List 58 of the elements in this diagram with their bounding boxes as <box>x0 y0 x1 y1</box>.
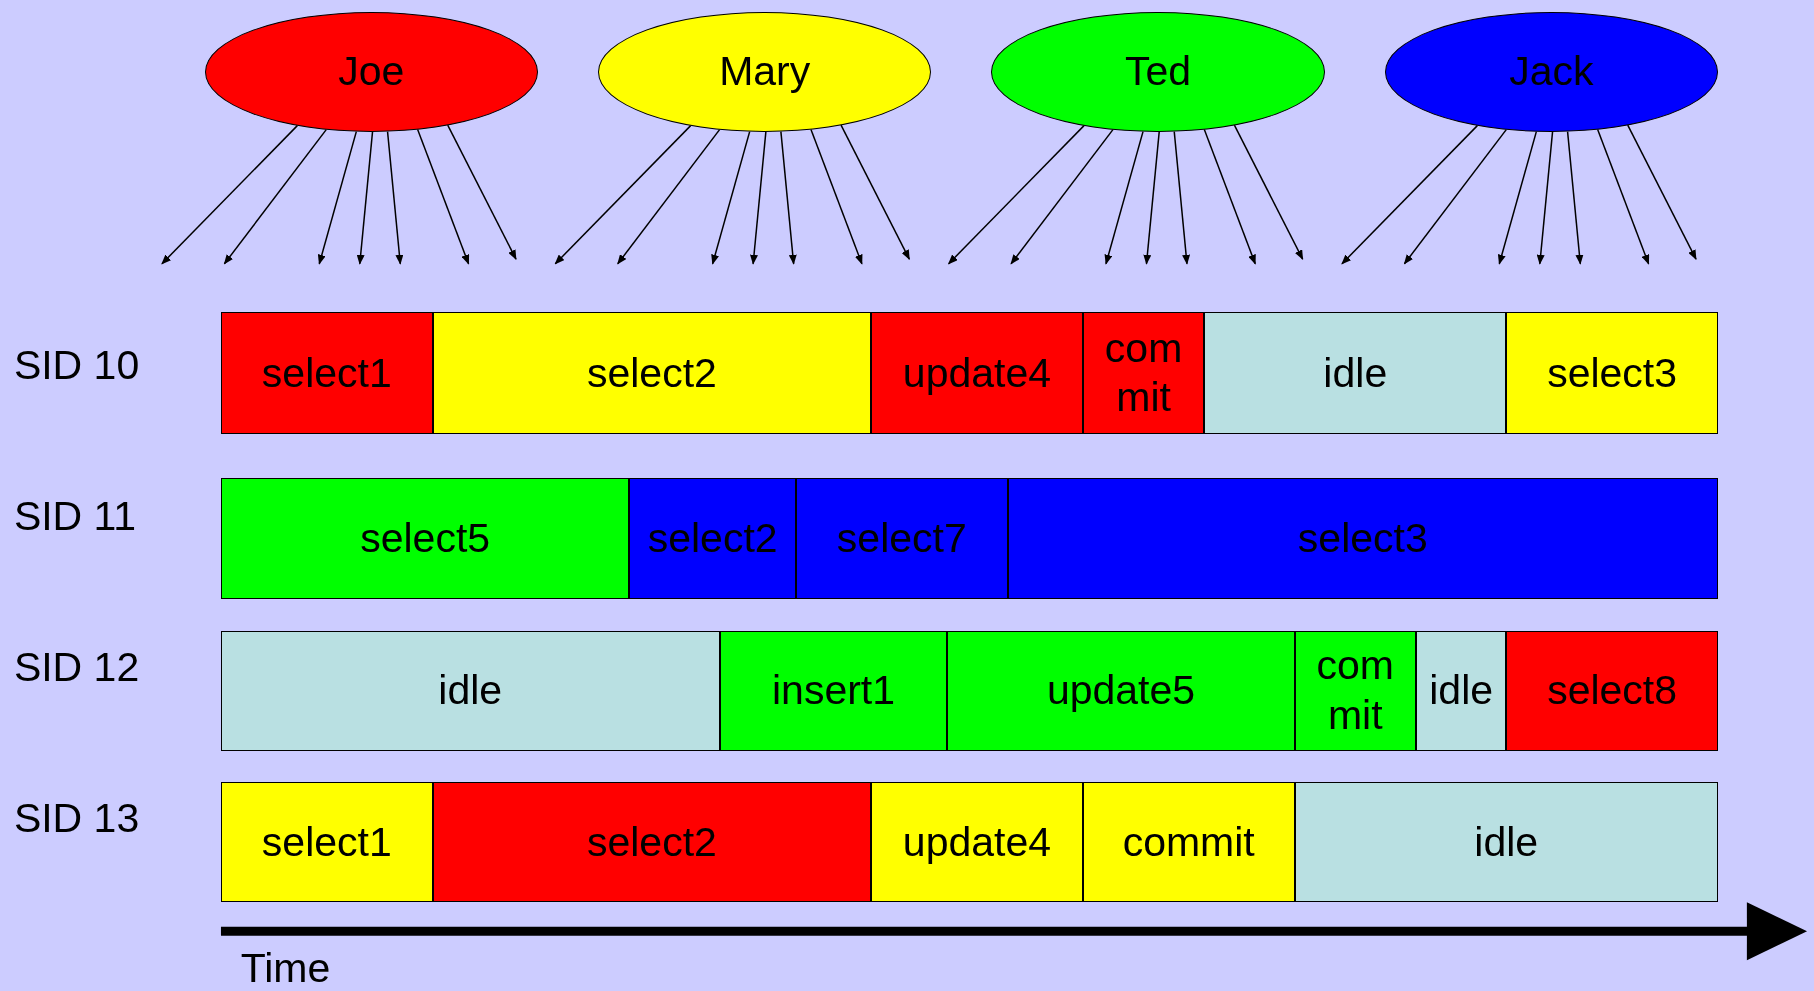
arrow <box>1203 128 1256 265</box>
arrow <box>1627 124 1697 261</box>
activity-segment: commit <box>1082 782 1295 903</box>
activity-segment: insert1 <box>719 630 948 751</box>
arrow <box>1233 124 1304 261</box>
arrow <box>386 130 404 265</box>
arrow <box>317 130 358 265</box>
activity-segment: select1 <box>220 312 433 434</box>
arrow <box>840 124 911 261</box>
arrow <box>1173 130 1191 265</box>
arrow <box>810 128 863 265</box>
arrow <box>1566 130 1584 265</box>
activity-segment: select3 <box>1506 312 1718 434</box>
arrow <box>947 124 1085 265</box>
arrow <box>1104 130 1144 265</box>
row-label: SID 12 <box>13 643 140 691</box>
arrow <box>750 131 767 265</box>
activity-segment: select2 <box>432 312 872 434</box>
activity-segment: select2 <box>432 782 872 903</box>
arrow <box>161 124 299 265</box>
activity-segment: idle <box>220 630 720 751</box>
row-label: SID 10 <box>13 341 140 389</box>
activity-segment: update4 <box>871 312 1083 434</box>
arrow <box>780 130 797 265</box>
activity-segment: idle <box>1294 782 1718 903</box>
arrow <box>1536 131 1554 265</box>
activity-segment: select8 <box>1506 630 1718 751</box>
arrow <box>1497 130 1538 265</box>
arrow <box>617 128 721 265</box>
arrow <box>1341 124 1479 265</box>
activity-segment: select7 <box>795 477 1008 600</box>
arrow <box>1010 128 1114 265</box>
person-ellipse: Ted <box>991 11 1325 132</box>
arrow <box>1596 128 1650 265</box>
arrow <box>223 128 327 265</box>
activity-segment: com mit <box>1294 630 1416 751</box>
activity-segment: select1 <box>220 782 433 903</box>
row-label: SID 11 <box>13 493 137 541</box>
arrow <box>711 130 751 265</box>
person-ellipse: Joe <box>204 11 538 132</box>
arrow <box>554 124 692 265</box>
arrow <box>1143 131 1160 265</box>
axis-label: Time <box>240 945 331 991</box>
person-ellipse: Jack <box>1384 11 1718 132</box>
row-label: SID 13 <box>13 795 140 843</box>
arrow <box>446 124 517 261</box>
activity-segment: update4 <box>871 782 1083 903</box>
activity-segment: update5 <box>947 630 1295 751</box>
activity-segment: select2 <box>629 477 796 600</box>
activity-segment: idle <box>1416 630 1507 751</box>
activity-segment: select3 <box>1007 477 1718 600</box>
activity-segment: idle <box>1204 312 1507 434</box>
arrow <box>1403 128 1507 265</box>
arrow <box>356 131 374 265</box>
arrow <box>416 128 470 265</box>
person-ellipse: Mary <box>598 11 932 132</box>
activity-segment: com mit <box>1082 312 1205 434</box>
activity-segment: select5 <box>220 477 630 600</box>
